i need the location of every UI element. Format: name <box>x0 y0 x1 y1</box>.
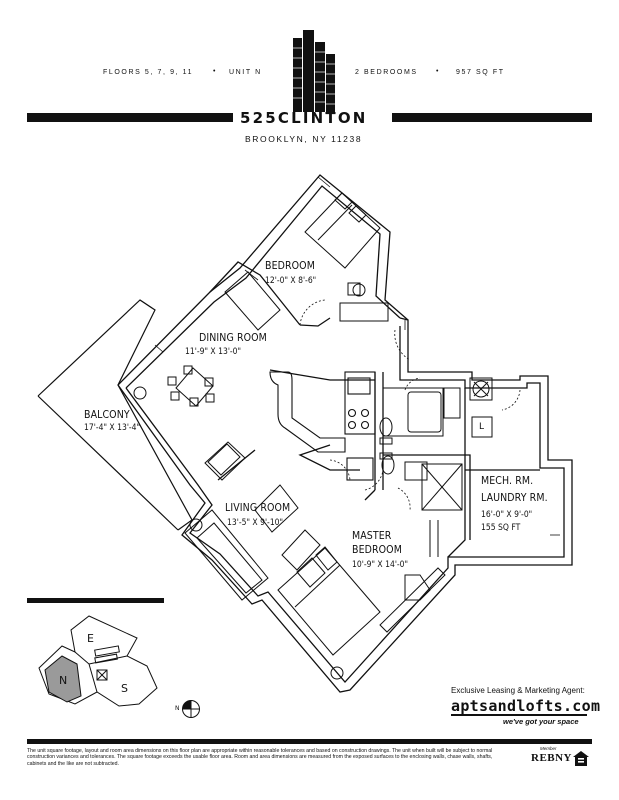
header-rule-right <box>392 113 592 122</box>
header-unit: UNIT N <box>229 69 262 76</box>
room-dims-dining: 11'-9" X 13'-0" <box>185 347 242 357</box>
agent-label: Exclusive Leasing & Marketing Agent: <box>451 686 585 695</box>
window-marks <box>154 176 560 536</box>
keyplan-south-label: S <box>121 682 128 695</box>
keyplan-north-label: N <box>59 674 68 687</box>
rebny-member-label: Member <box>540 746 557 751</box>
header-bedrooms: 2 BEDROOMS <box>355 69 418 76</box>
living-furniture <box>184 441 321 601</box>
room-name-balcony: BALCONY <box>84 409 130 421</box>
header-floors: FLOORS 5, 7, 9, 11 <box>103 69 194 76</box>
building-logo <box>293 30 335 112</box>
room-name-master-2: BEDROOM <box>352 544 402 556</box>
room-name-bedroom: BEDROOM <box>265 260 315 272</box>
room-dims-bedroom: 12'-0" X 8'-6" <box>265 276 317 286</box>
room-name-living: LIVING ROOM <box>225 502 291 514</box>
compass-label: N <box>175 705 180 712</box>
key-plan <box>38 615 158 707</box>
room-name-laundry: LAUNDRY RM. <box>481 492 548 504</box>
compass-icon <box>182 700 200 718</box>
room-dims-balcony: 17'-4" X 13'-4" <box>84 423 141 433</box>
disclaimer-text: The unit square footage, layout and room… <box>27 748 493 767</box>
room-dims-living: 13'-5" X 9'-10" <box>227 518 284 528</box>
header-area: 957 SQ FT <box>456 69 505 76</box>
separator-dot: • <box>436 68 441 75</box>
master-furniture <box>277 520 446 680</box>
bathroom-2 <box>379 452 463 511</box>
agent-underline <box>451 714 587 716</box>
room-name-mech: MECH. RM. <box>481 475 534 487</box>
room-name-master-1: MASTER <box>352 530 392 542</box>
room-area-mech: 155 SQ FT <box>481 523 521 533</box>
bedroom-furniture <box>224 192 389 331</box>
agent-tagline: we've got your space <box>503 717 579 726</box>
door-swings <box>299 299 521 511</box>
equal-housing-icon <box>573 751 589 766</box>
building-name: 525CLINTON <box>240 109 368 127</box>
balcony-outline <box>37 299 193 531</box>
keyplan-rule <box>27 598 164 603</box>
laundry-symbol: L <box>479 422 485 432</box>
room-name-dining: DINING ROOM <box>199 332 267 344</box>
building-city: BROOKLYN, NY 11238 <box>245 134 363 144</box>
keyplan-east-label: E <box>87 632 94 645</box>
dining-set <box>133 365 215 407</box>
separator-dot: • <box>213 68 218 75</box>
room-dims-master: 10'-9" X 14'-0" <box>352 560 409 570</box>
rebny-logo: REBNY <box>531 752 573 764</box>
agent-url[interactable]: aptsandlofts.com <box>451 697 601 715</box>
footer-rule <box>27 739 592 744</box>
kitchen-counter <box>269 371 376 481</box>
room-dims-mech: 16'-0" X 9'-0" <box>481 510 533 520</box>
header-rule-left <box>27 113 233 122</box>
mech-equipment <box>469 377 493 438</box>
bathroom-1 <box>379 387 461 445</box>
